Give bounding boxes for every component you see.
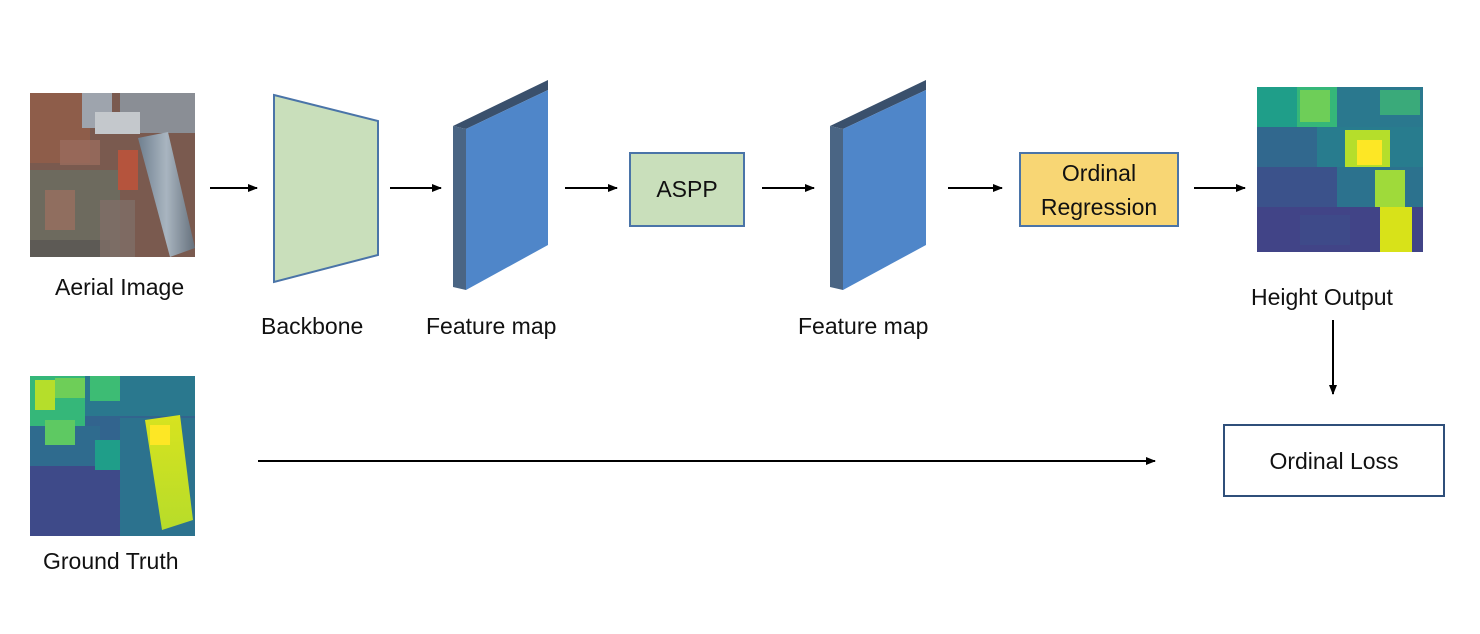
- ordinal-regression-label-line1: Ordinal: [1062, 160, 1136, 186]
- aspp-box: [629, 152, 745, 227]
- aspp-label: ASPP: [656, 176, 717, 202]
- aerial-image-label: Aerial Image: [55, 274, 184, 300]
- height-output-label: Height Output: [1251, 284, 1394, 310]
- ordinal-loss-label: Ordinal Loss: [1269, 448, 1398, 474]
- feature-map-1-label: Feature map: [426, 313, 556, 339]
- ordinal-regression-box: [1019, 152, 1179, 227]
- backbone-trapezoid: [273, 93, 379, 284]
- ordinal-regression-label-line2: Regression: [1041, 194, 1157, 220]
- feature-map-2-label: Feature map: [798, 313, 928, 339]
- aerial-image: [30, 93, 195, 257]
- ground-truth-image: [30, 376, 195, 536]
- ordinal-loss-box: [1223, 424, 1445, 497]
- feature-map-block-2: [830, 80, 926, 290]
- backbone-label: Backbone: [261, 313, 363, 339]
- ground-truth-label: Ground Truth: [43, 548, 179, 574]
- height-output-image: [1257, 87, 1423, 252]
- feature-map-block-1: [453, 80, 548, 290]
